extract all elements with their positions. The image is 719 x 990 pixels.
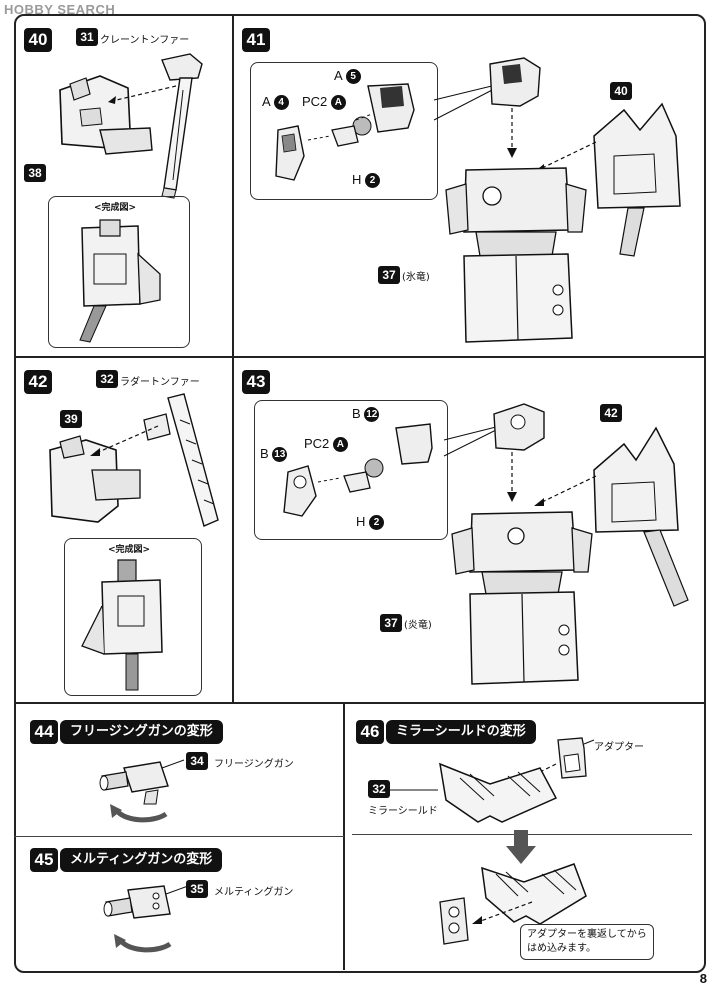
page-frame xyxy=(14,14,706,973)
part-number-circle: 5 xyxy=(345,69,361,85)
attach-arrow xyxy=(534,470,600,506)
step-number: 41 xyxy=(242,28,270,52)
part-number-badge: 31 xyxy=(76,28,98,46)
attach-arrow xyxy=(472,900,538,924)
row-divider-1 xyxy=(14,356,704,358)
part-number-circle: 2 xyxy=(369,515,385,531)
runner-letter: A xyxy=(262,94,270,109)
completed-view-label: <完成図> xyxy=(108,545,151,555)
completed-view-box xyxy=(48,196,190,348)
step-title: ミラーシールドの変形 xyxy=(386,720,536,744)
crane-tonfa-illustration xyxy=(150,50,220,200)
runner-letter: PC2 xyxy=(302,94,328,109)
step-number: 46 xyxy=(356,720,384,744)
part-callout-h2: H 2 xyxy=(356,514,385,531)
part-number-badge: 32 xyxy=(96,370,118,388)
head-parts-illustration xyxy=(278,420,438,530)
completed-view-box xyxy=(64,538,202,696)
drop-arrow xyxy=(507,108,517,158)
part-callout-pc2a: PC2 A xyxy=(304,436,348,453)
part-number-badge: 32 xyxy=(368,780,390,798)
base-part-badge: 39 xyxy=(60,410,82,428)
completed-view-illustration xyxy=(74,556,194,690)
housing-part-illustration xyxy=(36,420,156,530)
col-divider-bottom xyxy=(343,702,345,970)
part-name: クレーントンファー xyxy=(100,35,190,46)
note-line-2: はめ込みます。 xyxy=(527,943,596,954)
part-callout-b13: B 13 xyxy=(260,446,288,463)
part-number-circle: 13 xyxy=(272,447,288,463)
adapter-label: アダプター xyxy=(594,742,644,753)
row-divider-2 xyxy=(14,702,704,704)
part-callout-pc2a: PC2 A xyxy=(302,94,346,111)
callout-leader-lines xyxy=(430,60,530,170)
assembly-arrow xyxy=(100,80,180,104)
subassembly-box xyxy=(254,400,448,540)
part-number-badge: 34 xyxy=(186,752,208,770)
ladder-tonfa-illustration xyxy=(136,390,226,540)
body-note: (氷竜) xyxy=(402,272,430,283)
col-divider-top xyxy=(232,14,234,704)
freezing-gun-illustration xyxy=(96,752,196,832)
part-number-circle: 12 xyxy=(364,407,380,423)
part-name: メルティングガン xyxy=(214,887,294,898)
part-number-circle: A xyxy=(332,437,348,453)
runner-letter: B xyxy=(352,406,361,421)
part-number-badge: 35 xyxy=(186,880,208,898)
watermark: HOBBY SEARCH xyxy=(4,2,116,17)
runner-letter: H xyxy=(356,514,366,529)
step-number: 43 xyxy=(242,370,270,394)
completed-view-label: <完成図> xyxy=(94,203,137,213)
step-number: 40 xyxy=(24,28,52,52)
part-name: フリージングガン xyxy=(214,759,294,770)
shoulder-subassembly-illustration xyxy=(584,96,694,256)
part-callout-a5: A 5 xyxy=(334,68,361,85)
down-arrow-icon xyxy=(506,830,536,864)
part-name: ラダートンファー xyxy=(120,377,200,388)
drop-arrow xyxy=(507,452,517,502)
subassembly-ref-badge: 40 xyxy=(610,82,632,100)
step-number: 44 xyxy=(30,720,58,744)
part-number-circle: A xyxy=(330,95,346,111)
callout-leader-lines xyxy=(440,400,520,480)
shoulder-subassembly-illustration xyxy=(584,420,694,610)
part-callout-b12: B 12 xyxy=(352,406,380,423)
adapter-illustration xyxy=(552,734,602,784)
completed-view-illustration xyxy=(60,214,180,342)
subassembly-box xyxy=(250,62,438,200)
robot-body-illustration xyxy=(446,504,596,694)
head-unit-illustration xyxy=(484,56,548,112)
mirror-shield-illustration xyxy=(390,760,560,830)
part-name: ミラーシールド xyxy=(368,806,438,817)
row-divider-44-45 xyxy=(14,836,344,837)
assembly-arrow xyxy=(90,420,164,456)
part-callout-a4: A 4 xyxy=(262,94,289,111)
body-ref-badge: 37 xyxy=(378,266,400,284)
runner-letter: A xyxy=(334,68,342,83)
note-line-1: アダプターを裏返してから xyxy=(527,929,647,940)
head-parts-illustration xyxy=(268,80,428,190)
runner-letter: H xyxy=(352,172,362,187)
step-title: メルティングガンの変形 xyxy=(60,848,223,872)
adapter-flipped-illustration xyxy=(436,896,472,948)
housing-part-illustration xyxy=(40,70,160,180)
melting-gun-illustration xyxy=(100,880,200,960)
subassembly-ref-badge: 42 xyxy=(600,404,622,422)
part-callout-h2: H 2 xyxy=(352,172,381,189)
part-number-circle: 2 xyxy=(365,173,381,189)
body-note: (炎竜) xyxy=(404,620,432,631)
robot-body-illustration xyxy=(440,160,590,350)
runner-letter: B xyxy=(260,446,269,461)
part-number-circle: 4 xyxy=(273,95,289,111)
head-unit-illustration xyxy=(488,402,552,458)
step-number: 42 xyxy=(24,370,52,394)
runner-letter: PC2 xyxy=(304,436,330,451)
page-number: 8 xyxy=(699,971,707,986)
base-part-badge: 38 xyxy=(24,164,46,182)
step-number: 45 xyxy=(30,848,58,872)
body-ref-badge: 37 xyxy=(380,614,402,632)
adapter-note: アダプターを裏返してから はめ込みます。 xyxy=(520,924,654,960)
step-title: フリージングガンの変形 xyxy=(60,720,223,744)
